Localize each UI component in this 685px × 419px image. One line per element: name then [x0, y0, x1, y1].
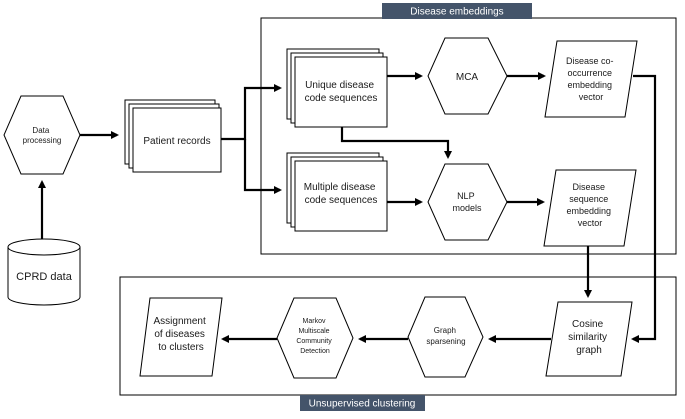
cprd-data-node: CPRD data [7, 238, 81, 306]
assignment-node: Assignment of diseases to clusters [139, 297, 223, 377]
edge-cooccurrence-to-cosine [631, 74, 657, 343]
mca-label: MCA [456, 72, 479, 83]
data-processing-label: Data processing [23, 126, 62, 145]
cooccurrence-vector-label: Disease co- occurrence embedding vector [566, 56, 616, 102]
nlp-models-node: NLP models [427, 163, 508, 241]
data-processing-node: Data processing [3, 95, 81, 175]
cooccurrence-vector-node: Disease co- occurrence embedding vector [544, 40, 638, 118]
graph-sparsening-label: Graph sparsening [426, 326, 465, 346]
unique-sequences-label: Unique disease code sequences [305, 80, 378, 104]
edge-records-to-multiple [243, 139, 282, 194]
edge-unique-to-nlp [340, 127, 452, 159]
sequence-vector-node: Disease sequence embedding vector [543, 169, 637, 247]
patient-records-label: Patient records [143, 136, 210, 147]
cosine-graph-node: Cosine similarity graph [545, 301, 633, 377]
multiple-sequences-node: Multiple disease code sequences [286, 152, 388, 232]
multiple-sequences-label: Multiple disease code sequences [304, 182, 379, 206]
sequence-vector-label: Disease sequence embedding vector [566, 182, 613, 228]
embeddings-section-banner [382, 3, 532, 19]
patient-records-node: Patient records [124, 99, 222, 173]
cprd-data-label: CPRD data [16, 271, 73, 283]
nlp-models-label: NLP models [452, 191, 482, 213]
markov-node: Markov Multiscale Community Detection [276, 297, 354, 379]
unique-sequences-node: Unique disease code sequences [286, 48, 388, 128]
edge-records-to-unique [221, 84, 282, 141]
embeddings-section-title: Disease embeddings [410, 7, 503, 18]
graph-sparsening-node: Graph sparsening [407, 296, 484, 378]
clustering-section-banner [300, 395, 425, 411]
assignment-label: Assignment of diseases to clusters [153, 316, 208, 353]
cosine-graph-label: Cosine similarity graph [568, 319, 610, 356]
mca-node: MCA [427, 37, 508, 115]
clustering-section-title: Unsupervised clustering [309, 399, 416, 410]
markov-label: Markov Multiscale Community Detection [296, 318, 333, 355]
